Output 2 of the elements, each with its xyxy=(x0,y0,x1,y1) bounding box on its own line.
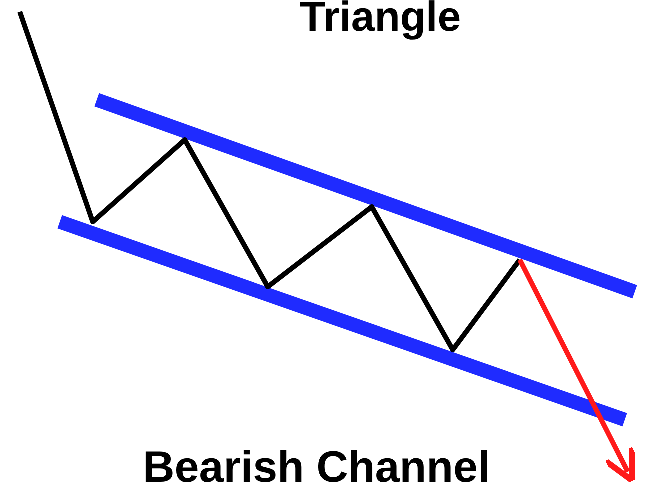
chart-label: Triangle xyxy=(300,0,462,38)
chart-label: Bearish Channel xyxy=(143,446,490,490)
